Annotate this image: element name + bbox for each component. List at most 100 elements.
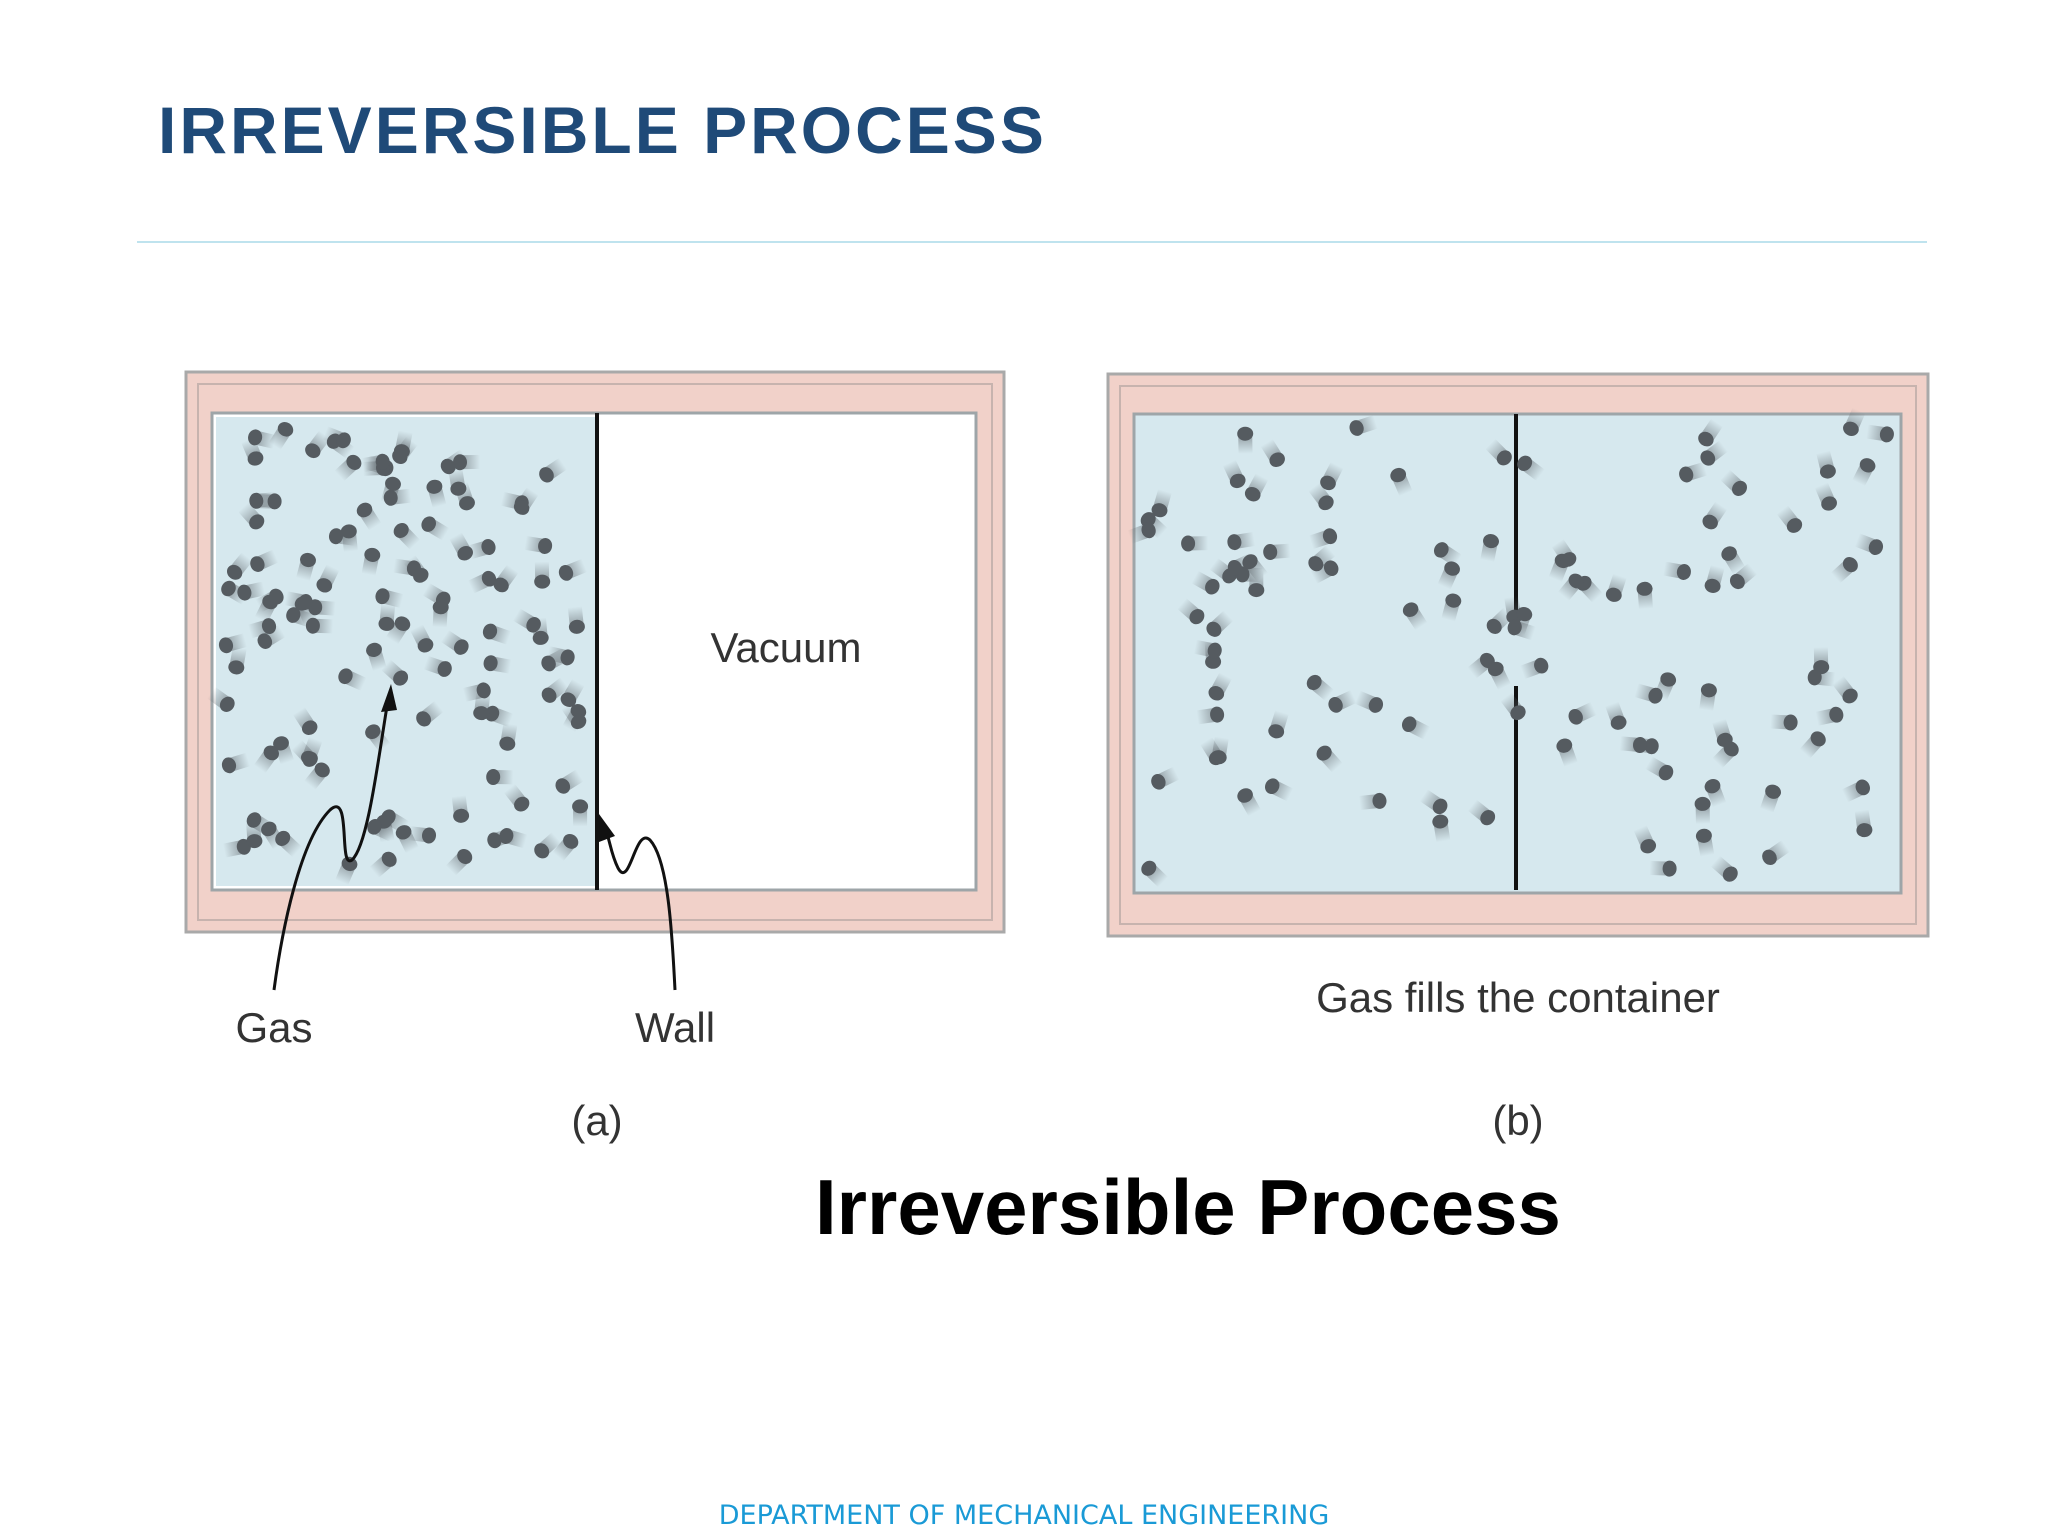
gas-molecule [393,523,421,550]
gas-molecule [356,502,382,531]
gas-molecule [273,736,295,765]
gas-molecule [1237,426,1254,454]
gas-molecule [1762,840,1790,865]
gas-molecule [462,682,491,702]
gas-molecule [1210,736,1229,765]
gas-molecule [1702,501,1728,530]
gas-molecule [250,549,279,572]
gas-molecule [1698,418,1723,447]
container-a [184,370,1006,934]
gas-molecule [305,617,334,634]
gas-molecule [503,784,530,812]
gas-molecule [1662,561,1691,580]
gas-molecule [238,502,265,530]
gas-molecule [423,655,452,677]
gas-molecule [1712,741,1739,769]
gas-molecule [1619,736,1648,753]
gas-pointer-arrow [272,684,397,991]
gas-molecule [1500,692,1526,721]
gas-molecule [1720,469,1747,496]
gas-molecule [487,827,516,849]
gas-molecule [440,630,469,655]
gas-molecule [1634,683,1663,704]
gas-molecule [381,659,409,686]
gas-molecule [228,646,247,675]
gas-molecule [467,539,496,560]
gas-molecule [552,833,579,862]
gas-molecule [365,724,391,752]
gas-molecule [1177,598,1205,625]
gas-molecule [1605,701,1627,730]
gas-molecule [1263,543,1291,560]
gas-molecule [1196,706,1225,725]
gas-molecule [378,603,396,631]
gas-molecule [1721,546,1746,575]
gas-molecule [1308,482,1334,511]
gas-molecule [1191,570,1220,595]
container-b [1106,372,1930,938]
gas-molecule [367,818,396,842]
gas-molecule [1551,538,1577,567]
gas-molecule [1181,535,1209,552]
gas-molecule [1854,809,1873,838]
gas-molecule [385,616,411,645]
gas-molecule [366,642,387,672]
title-divider [137,241,1927,243]
gas-molecule [482,623,512,645]
gas-molecule [1467,799,1496,826]
gas-molecule [237,581,266,601]
gas-molecule [1264,778,1294,802]
gas-molecule [1816,450,1836,479]
gas-molecule [1206,610,1234,637]
gas-molecule [1841,779,1870,803]
vacuum-label: Vacuum [711,624,862,671]
gas-molecule [1328,690,1357,713]
gas-molecule [546,646,575,666]
gas-molecule [383,488,412,506]
gas-molecule [572,799,589,827]
gas-molecule [426,479,447,508]
gas-molecule [1710,855,1738,882]
gas-molecule [1776,505,1803,533]
gas-molecule [241,437,264,466]
gas-molecule [1759,784,1781,813]
gas-molecule [1520,657,1549,680]
gas-molecule [218,633,248,654]
gas-molecule [534,561,551,589]
gas-molecule [395,825,419,854]
gas-molecule [1517,455,1545,481]
gas-molecule [275,830,303,858]
gas-molecule [451,795,470,823]
gas-molecule [513,487,539,515]
gas-molecule [1433,542,1462,567]
gas-molecule [1830,557,1858,584]
gas-molecule [1260,439,1285,467]
gas-region-a [216,417,595,886]
gas-molecule [499,722,518,751]
gas-molecule [1695,828,1715,857]
gas-molecule [249,492,277,509]
gas-molecule [1679,461,1708,483]
gas-molecule [222,838,251,858]
gas-molecule [467,570,497,594]
gas-molecule [1320,461,1344,491]
gas-molecule [1852,458,1876,487]
gas-molecule [534,832,562,859]
gas-molecule [1636,581,1653,610]
gas-molecule [1843,407,1866,436]
panel-a-tag: (a) [571,1097,622,1144]
gas-molecule [322,426,351,449]
gas-molecule [1694,796,1711,825]
gas-molecule [1151,489,1172,518]
gas-molecule [539,457,567,483]
gas-molecule [1193,639,1222,659]
gas-fills-label: Gas fills the container [1316,974,1720,1021]
gas-molecule [1127,522,1156,544]
gas-molecule [369,851,397,878]
gas-molecule [422,583,451,608]
gas-molecule [1557,573,1584,601]
gas-molecule [561,701,587,730]
gas-molecule [268,421,294,450]
gas-molecule [454,482,475,511]
gas-molecule [1700,440,1728,466]
